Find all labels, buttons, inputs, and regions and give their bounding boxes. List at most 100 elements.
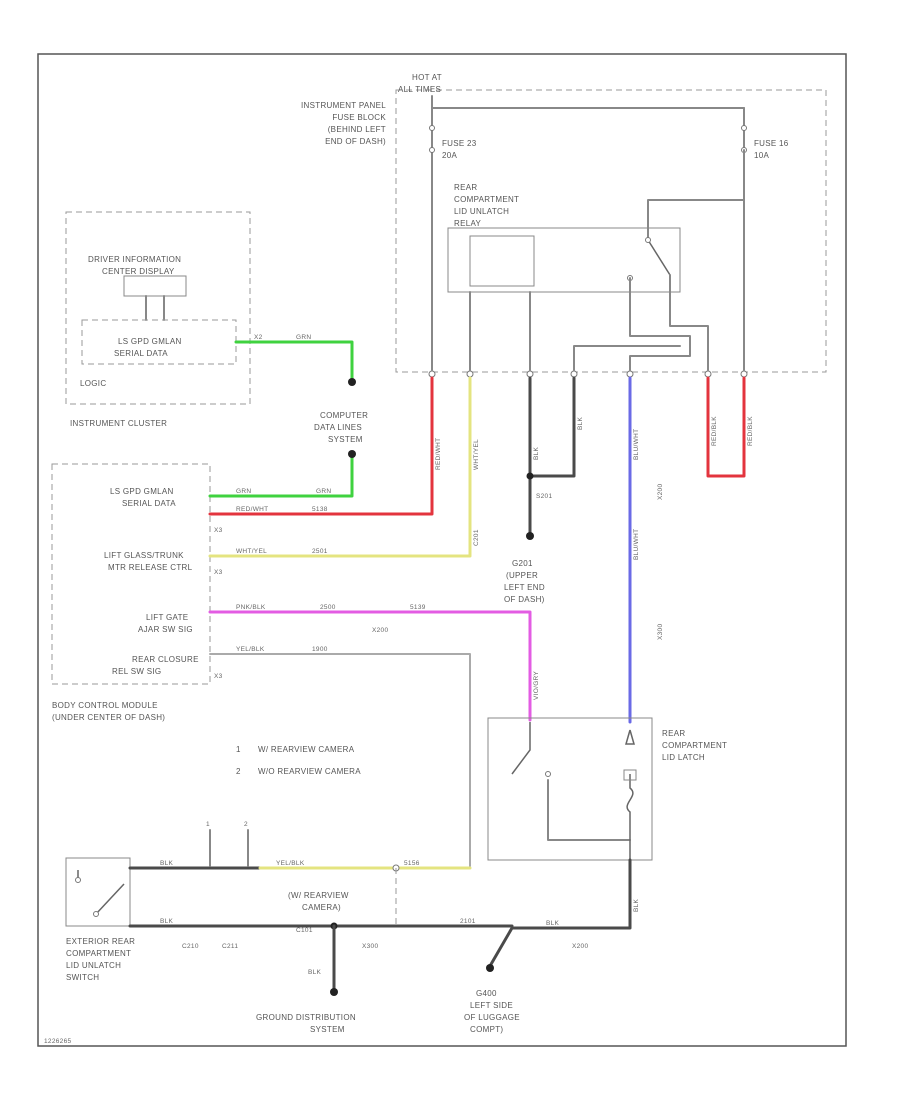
- wire-label-red-2: 5138: [312, 506, 328, 513]
- wire-label-yel-3: WHT/YEL: [473, 439, 480, 470]
- exterior-label-4: SWITCH: [66, 973, 99, 982]
- wire-label-lo-3: C211: [222, 943, 238, 950]
- wire-label-red-1: RED/WHT: [236, 506, 268, 513]
- fb-pin-1: [428, 370, 436, 378]
- g201-ground: [526, 532, 534, 540]
- latch-switch-return: [547, 779, 631, 841]
- exterior-switch-box: [65, 857, 131, 927]
- g400-label-1: G400: [476, 989, 497, 998]
- wire-red-fuse16: [706, 376, 746, 478]
- ic-logic-label: LOGIC: [80, 379, 106, 388]
- wire-label-gry-1: YEL/BLK: [236, 646, 265, 653]
- fb-pin-4: [570, 370, 578, 378]
- wire-label-grn-1: X2: [254, 334, 263, 341]
- wire-label-lo-2: C210: [182, 943, 199, 950]
- hot-at-label: HOT AT: [412, 73, 442, 82]
- instrument-cluster-label: INSTRUMENT CLUSTER: [70, 419, 167, 428]
- wire-label-pnk-5: VIO/GRY: [533, 671, 540, 700]
- camera-label-1: (W/ REARVIEW: [288, 891, 349, 900]
- g201-splice: [526, 472, 534, 480]
- ic-lsgmlan-label-1: LS GPD GMLAN: [118, 337, 182, 346]
- wire-label-red-5: RED/BLK: [747, 416, 754, 446]
- wire-label-blk-1: BLK: [533, 446, 540, 460]
- wire-label-pnk-1: PNK/BLK: [236, 604, 266, 611]
- cdl-label-1: COMPUTER: [320, 411, 368, 420]
- latch-label-1: REAR: [662, 729, 685, 738]
- g201-label-3: LEFT END: [504, 583, 545, 592]
- fuse23-terminal-top: [429, 125, 435, 131]
- fuse16-terminal-top: [741, 125, 747, 131]
- wire-label-red-3: RED/WHT: [435, 438, 442, 470]
- bcm-lsgmlan-label-2: SERIAL DATA: [122, 499, 176, 508]
- wire-label-blu-4: X300: [657, 624, 664, 640]
- g201-label-1: G201: [512, 559, 533, 568]
- fuse16-label-1: FUSE 16: [754, 139, 789, 148]
- wire-label-pnk-3: X200: [372, 627, 388, 634]
- relay-switch-pivot: [645, 237, 651, 243]
- fb-pin-7: [740, 370, 748, 378]
- cdl-node-top: [348, 378, 356, 386]
- relay-switch-arm: [647, 239, 671, 276]
- g400-label-4: COMPT): [470, 1025, 503, 1034]
- latch-switch-arm: [511, 722, 531, 775]
- bcm-rearclosure-label-1: REAR CLOSURE: [132, 655, 199, 664]
- fb-pin-6: [704, 370, 712, 378]
- fuse23-label-1: FUSE 23: [442, 139, 477, 148]
- relay-coil: [469, 235, 535, 287]
- exterior-switch-contact: [93, 911, 99, 917]
- exterior-switch-pivot: [75, 877, 81, 883]
- exterior-label-1: EXTERIOR REAR: [66, 937, 135, 946]
- wire-label-red-4: RED/BLK: [711, 416, 718, 446]
- wire-label-lo-6: C101: [296, 927, 313, 934]
- bcm-label-2: (UNDER CENTER OF DASH): [52, 713, 165, 722]
- camera-label-2: CAMERA): [302, 903, 341, 912]
- wire-label-up-1: BLK: [160, 860, 174, 867]
- latch-label-3: LID LATCH: [662, 753, 705, 762]
- latch-motor-body: [623, 769, 637, 781]
- relay-box: [447, 227, 681, 293]
- g201-splice-label: S201: [536, 493, 552, 500]
- fb-pin-2: [466, 370, 474, 378]
- wire-yellow-bcm: [208, 376, 472, 558]
- g400-label-3: OF LUGGAGE: [464, 1013, 520, 1022]
- wire-label-yel-4: C201: [473, 529, 480, 546]
- wire-label-blu-1: BLU/WHT: [633, 429, 640, 460]
- gds-node: [330, 988, 338, 996]
- wire-label-blk-2: BLK: [577, 416, 584, 430]
- wire-label-lo-5: 2101: [460, 918, 476, 925]
- latch-motor: [625, 729, 635, 860]
- bcm-pin-x3: X3: [214, 569, 223, 576]
- fuse23-label-2: 20A: [442, 151, 457, 160]
- instrument-cluster-box: [65, 211, 251, 405]
- wire-label-lo-1: BLK: [160, 918, 174, 925]
- option-2-tag: 2: [244, 821, 248, 828]
- bcm-liftglass-label-1: LIFT GLASS/TRUNK: [104, 551, 184, 560]
- gds-label-2: SYSTEM: [310, 1025, 345, 1034]
- wire-label-pnk-2: 2500: [320, 604, 336, 611]
- wire-label-blu-3: BLU/WHT: [633, 529, 640, 560]
- cdl-label-2: DATA LINES: [314, 423, 362, 432]
- dic-label-1: DRIVER INFORMATION: [88, 255, 181, 264]
- note-1-text: W/ REARVIEW CAMERA: [258, 745, 355, 754]
- g400-label-2: LEFT SIDE: [470, 1001, 513, 1010]
- bcm-box: [51, 463, 211, 685]
- fuse-block-label-4: END OF DASH): [325, 137, 386, 146]
- bcm-pin-x2: X3: [214, 527, 223, 534]
- relay-switch-out-1: [629, 277, 691, 371]
- note-2-number: 2: [236, 767, 241, 776]
- fuse-block-label-3: (BEHIND LEFT: [328, 125, 386, 134]
- wire-label-yel-2: 2501: [312, 548, 328, 555]
- fuse-block-label-1: INSTRUMENT PANEL: [301, 101, 386, 110]
- wire-label-blk-4: BLK: [546, 920, 560, 927]
- bcm-liftgate-label-1: LIFT GATE: [146, 613, 188, 622]
- wire-pink: [208, 610, 532, 722]
- exterior-label-2: COMPARTMENT: [66, 949, 131, 958]
- wire-label-grn-2: GRN: [296, 334, 311, 341]
- fuse-block-box: [395, 89, 827, 373]
- fuse-block-label-2: FUSE BLOCK: [332, 113, 386, 122]
- gds-wire-label: BLK: [308, 969, 322, 976]
- wire-label-up-3: 5156: [404, 860, 420, 867]
- latch-box: [487, 717, 653, 861]
- fuse16-label-2: 10A: [754, 151, 769, 160]
